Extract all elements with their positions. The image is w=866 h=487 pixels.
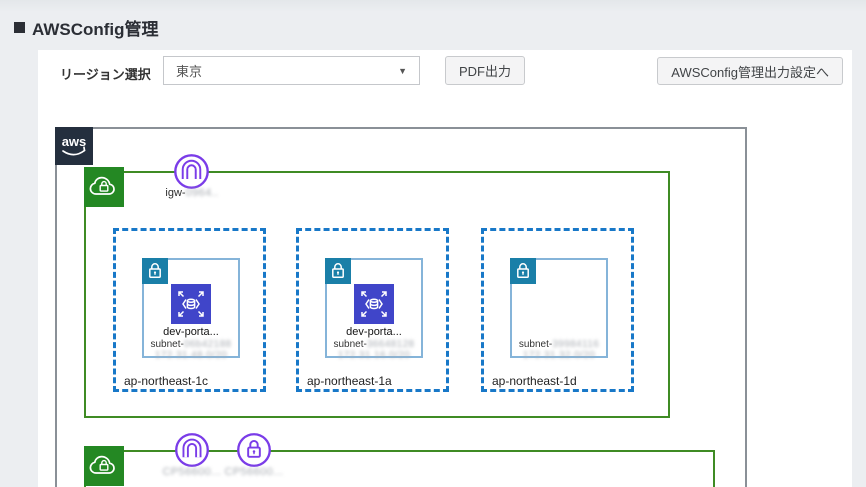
rds-instance-label: dev-porta... [346,326,402,338]
rds-instance-label: dev-porta... [163,326,219,338]
internet-gateway-icon [173,153,210,190]
title-bullet-icon [14,22,25,33]
vpc2-cloud-icon [84,446,124,486]
region-select-value: 東京 [176,64,203,79]
vpc1-boundary [84,171,670,418]
gateway-label-1: CP56600... [162,466,222,478]
private-subnet-lock-icon [142,258,168,284]
subnet-box: dev-porta... subnet-36648128 172.31.16.0… [325,258,423,361]
subnet-box: dev-porta... subnet-06b42188 172.31.48.0… [142,258,240,361]
vpn-gateway-lock-icon [236,432,273,469]
internet-gateway-icon-2 [174,432,211,469]
az-name-label: ap-northeast-1a [304,374,395,388]
dropdown-caret-icon: ▼ [398,65,407,76]
private-subnet-lock-icon [510,258,536,284]
aws-logo-icon: aws [55,127,93,165]
az-name-label: ap-northeast-1c [121,374,212,388]
subnet-id-label: subnet-39984116 172.31.32.0/20 [518,339,600,361]
main-panel: リージョン選択 東京 ▼ PDF出力 AWSConfig管理出力設定へ aws [38,50,852,487]
page-title: AWSConfig管理 [14,15,159,40]
aws-architecture-diagram: aws igw-0964.. [55,127,747,487]
subnet-id-label: subnet-06b42188 172.31.48.0/20 [150,339,232,361]
availability-zone-1a: dev-porta... subnet-36648128 172.31.16.0… [296,228,449,392]
config-output-settings-button[interactable]: AWSConfig管理出力設定へ [657,57,843,85]
az-name-label: ap-northeast-1d [489,374,580,388]
subnet-id-label: subnet-36648128 172.31.16.0/20 [333,339,415,361]
vpc1-cloud-icon [84,167,124,207]
region-select-label: リージョン選択 [60,67,151,82]
page-title-text: AWSConfig管理 [32,20,159,39]
subnet-box: subnet-39984116 172.31.32.0/20 [510,258,608,361]
rds-instance-icon [354,284,394,324]
availability-zone-1d: subnet-39984116 172.31.32.0/20 ap-northe… [481,228,634,392]
private-subnet-lock-icon [325,258,351,284]
availability-zone-1c: dev-porta... subnet-06b42188 172.31.48.0… [113,228,266,392]
pdf-export-button[interactable]: PDF出力 [445,56,526,85]
rds-instance-icon [171,284,211,324]
gateway-label-2: CP56600... [224,466,284,478]
svg-text:aws: aws [62,134,87,149]
region-select[interactable]: 東京 ▼ [163,56,420,85]
internet-gateway-label: igw-0964.. [165,187,219,199]
